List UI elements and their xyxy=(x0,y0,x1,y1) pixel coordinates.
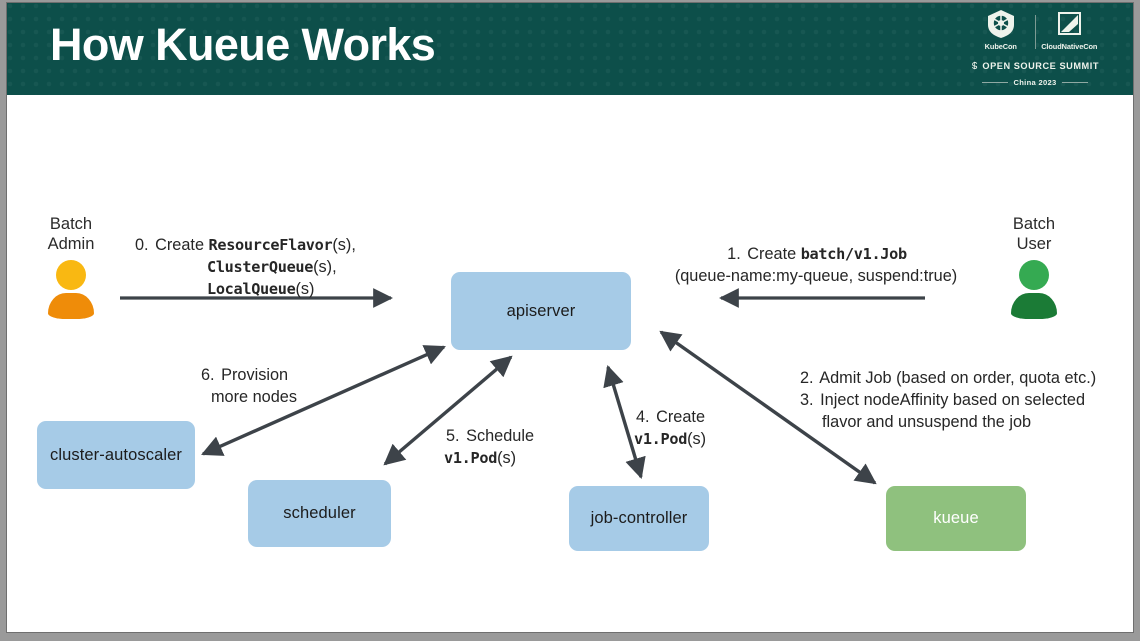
step-0-tail-2: (s), xyxy=(313,258,337,276)
step-0-tail-3: (s) xyxy=(295,280,315,298)
year-rule-right xyxy=(1061,82,1088,83)
node-scheduler[interactable]: scheduler xyxy=(248,480,391,547)
step-6-number: 6. xyxy=(196,361,218,384)
step-6-line2: more nodes xyxy=(211,388,297,406)
step-0-code-1: ResourceFlavor xyxy=(208,236,333,254)
page-title: How Kueue Works xyxy=(50,19,436,70)
person-body xyxy=(1011,293,1057,319)
step-1-annotation: 1. Create batch/v1.Job (queue-name:my-qu… xyxy=(667,240,965,287)
node-job-controller[interactable]: job-controller xyxy=(569,486,709,551)
step-0-annotation: 0. Create ResourceFlavor(s), ClusterQueu… xyxy=(130,231,356,300)
step-5-tail: (s) xyxy=(497,449,517,467)
diagram-canvas: Batch Admin Batch User apiserver xyxy=(7,95,1133,632)
step-3-line2: flavor and unsuspend the job xyxy=(822,413,1032,431)
year-label: China 2023 xyxy=(1013,78,1057,87)
summit-label: OPEN SOURCE SUMMIT xyxy=(982,60,1099,71)
step-3-line1: Inject nodeAffinity based on selected xyxy=(820,391,1086,409)
person-icon-admin xyxy=(48,260,94,319)
step-1-detail: (queue-name:my-queue, suspend:true) xyxy=(674,267,958,285)
step-1-verb: Create xyxy=(747,245,797,263)
node-job-controller-label: job-controller xyxy=(590,509,688,527)
step-1-code: batch/v1.Job xyxy=(800,245,907,263)
conference-logo: KubeCon CloudNativeCon xyxy=(971,9,1099,91)
cloudnativecon-icon xyxy=(1058,12,1082,35)
step-6-annotation: 6. Provision more nodes xyxy=(196,361,297,408)
step-2-text: Admit Job (based on order, quota etc.) xyxy=(819,369,1097,387)
person-body xyxy=(48,293,94,319)
step-3-number: 3. xyxy=(795,386,817,409)
year-rule-left xyxy=(982,82,1009,83)
node-apiserver-label: apiserver xyxy=(506,301,576,320)
cloudnativecon-label: CloudNativeCon xyxy=(1041,42,1098,51)
step-0-code-3: LocalQueue xyxy=(207,280,296,298)
node-kueue-label: kueue xyxy=(933,509,979,527)
kubecon-helm-icon xyxy=(987,10,1014,38)
step-4-annotation: 4. Create v1.Pod(s) xyxy=(631,403,707,450)
kubecon-label: KubeCon xyxy=(984,42,1017,51)
node-apiserver[interactable]: apiserver xyxy=(451,272,631,350)
step-0-tail-1: (s), xyxy=(332,236,356,254)
step-2-3-annotation: 2. Admit Job (based on order, quota etc.… xyxy=(795,364,1097,433)
arrow-layer xyxy=(120,288,925,485)
step-6-line1: Provision xyxy=(221,366,289,384)
step-1-number: 1. xyxy=(722,240,744,263)
step-0-code-2: ClusterQueue xyxy=(207,258,314,276)
slide-header: How Kueue Works xyxy=(7,3,1133,95)
step-5-code: v1.Pod xyxy=(444,449,498,467)
actor-batch-admin-line2: Admin xyxy=(47,235,95,253)
step-5-verb: Schedule xyxy=(466,427,535,445)
person-head xyxy=(56,260,86,290)
person-head xyxy=(1019,260,1049,290)
actor-batch-user-line2: User xyxy=(1016,235,1052,253)
actor-batch-admin: Batch Admin xyxy=(29,214,113,319)
node-scheduler-label: scheduler xyxy=(283,504,356,522)
open-source-summit-s-icon xyxy=(972,61,978,70)
step-5-annotation: 5. Schedule v1.Pod(s) xyxy=(441,422,535,469)
node-kueue[interactable]: kueue xyxy=(886,486,1026,551)
step-5-number: 5. xyxy=(441,422,463,445)
slide-canvas: How Kueue Works xyxy=(7,3,1133,632)
step-2-number: 2. xyxy=(795,364,817,387)
step-4-number: 4. xyxy=(631,403,653,426)
node-cluster-autoscaler[interactable]: cluster-autoscaler xyxy=(37,421,195,489)
step-4-tail: (s) xyxy=(687,430,707,448)
step-0-number: 0. xyxy=(130,231,152,254)
actor-batch-user-line1: Batch xyxy=(1012,215,1056,233)
node-cluster-autoscaler-label: cluster-autoscaler xyxy=(49,445,183,464)
step-4-verb: Create xyxy=(656,408,705,426)
person-icon-user xyxy=(1011,260,1057,319)
step-4-code: v1.Pod xyxy=(634,430,688,448)
step-0-verb: Create xyxy=(155,236,204,254)
actor-batch-user: Batch User xyxy=(992,214,1076,319)
actor-batch-admin-line1: Batch xyxy=(49,215,93,233)
logo-divider xyxy=(1034,15,1036,49)
